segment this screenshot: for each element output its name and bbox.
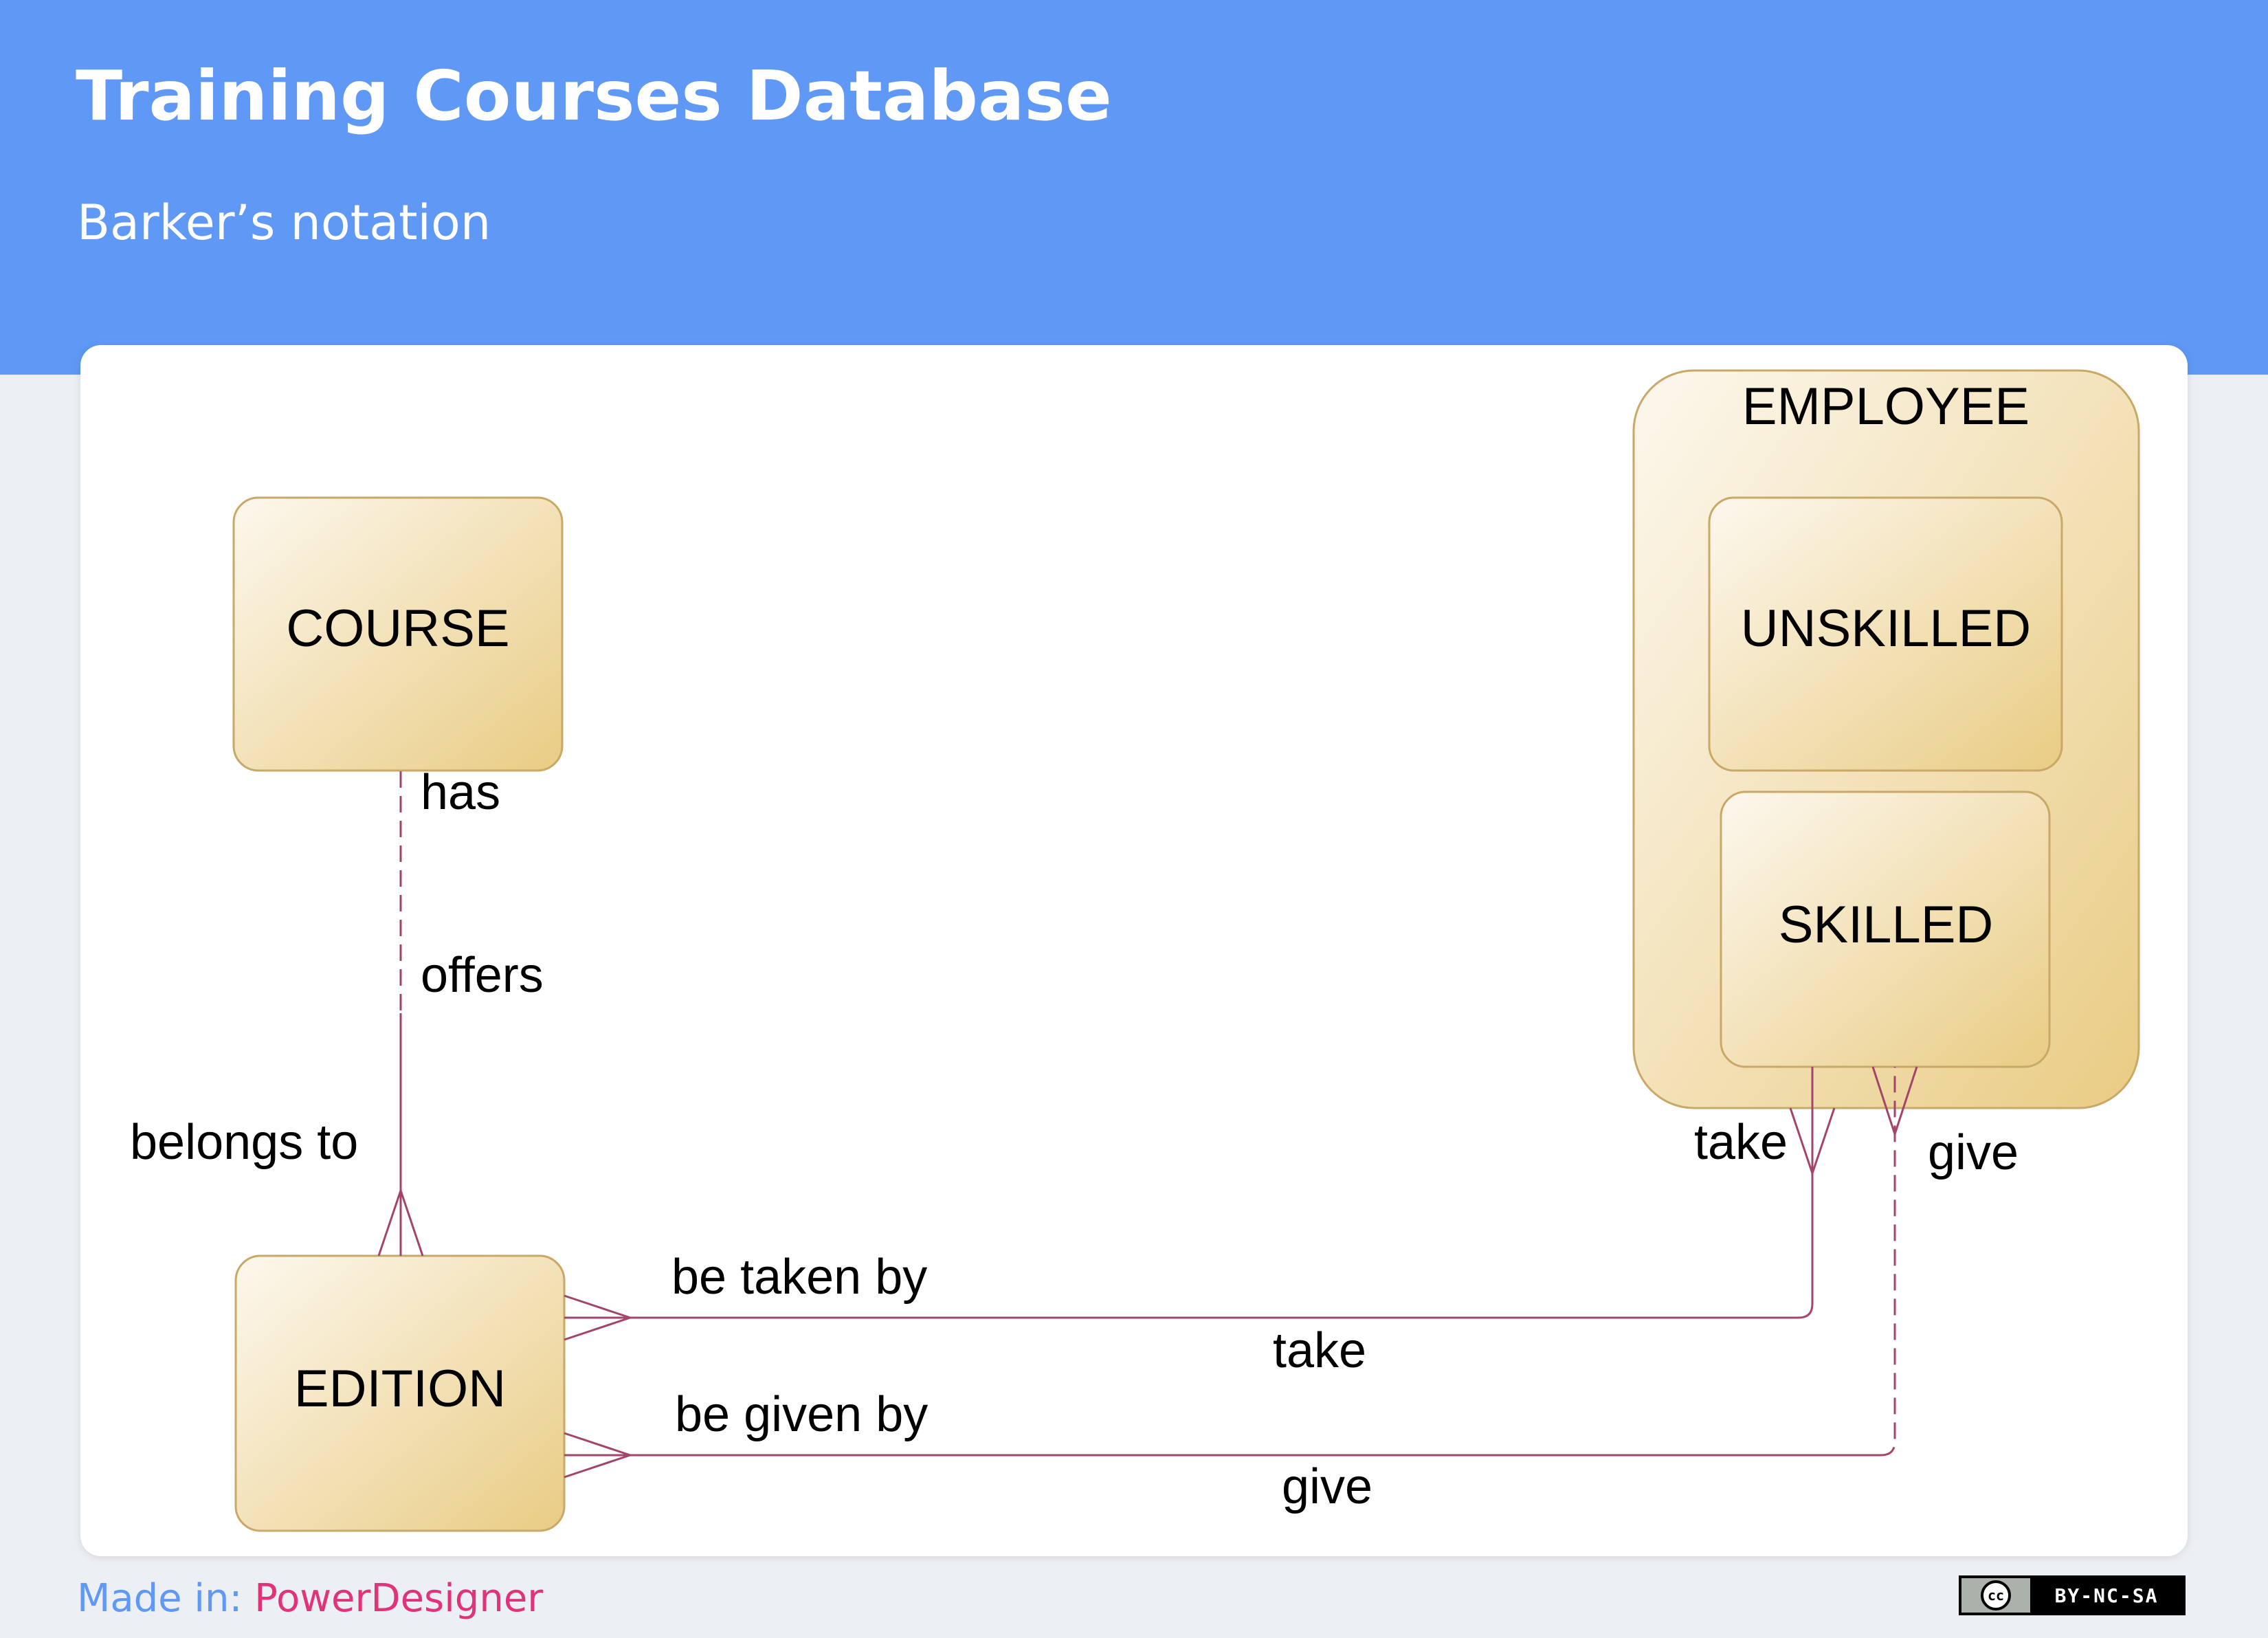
crowfoot-give-edition-top <box>564 1432 631 1457</box>
entity-employee-label: EMPLOYEE <box>1742 377 2030 436</box>
crowfoot-left <box>377 1190 402 1257</box>
rel-label-take-middle: take <box>1273 1323 1366 1378</box>
entity-edition-label: EDITION <box>294 1360 506 1418</box>
entity-course[interactable]: COURSE <box>232 496 564 772</box>
entity-course-label: COURSE <box>286 599 509 658</box>
crowfoot-take-edition-bottom <box>564 1316 631 1341</box>
header-banner: Training Courses Database Barker’s notat… <box>0 0 2268 375</box>
crowfoot-give-edition-bottom <box>564 1454 631 1479</box>
page-title: Training Courses Database <box>76 56 1112 136</box>
entity-skilled-label: SKILLED <box>1779 896 1994 954</box>
diagram-canvas: EMPLOYEE UNSKILLED SKILLED COURSE EDITIO… <box>80 345 2188 1556</box>
entity-unskilled[interactable]: UNSKILLED <box>1708 496 2063 772</box>
license-text: BY-NC-SA <box>2030 1578 2183 1613</box>
rel-line-give-optional <box>1880 1067 1896 1457</box>
rel-label-be-given-by: be given by <box>675 1387 928 1442</box>
footer-made-in: Made in: PowerDesigner <box>77 1575 543 1622</box>
rel-label-be-taken-by: be taken by <box>671 1250 927 1305</box>
rel-label-has: has <box>421 765 500 820</box>
license-badge[interactable]: cc BY-NC-SA <box>1959 1575 2186 1615</box>
rel-label-offers: offers <box>421 948 544 1003</box>
rel-line-take <box>564 1067 1814 1319</box>
er-diagram: EMPLOYEE UNSKILLED SKILLED COURSE EDITIO… <box>130 369 2140 1532</box>
cc-icon: cc <box>1981 1580 2011 1611</box>
page-subtitle: Barker’s notation <box>77 195 491 251</box>
entity-edition[interactable]: EDITION <box>234 1254 566 1532</box>
crowfoot-right <box>399 1190 424 1257</box>
crowfoot-take-edition-top <box>564 1294 631 1319</box>
rel-label-give-middle: give <box>1282 1459 1372 1514</box>
entity-unskilled-label: UNSKILLED <box>1741 599 2031 658</box>
crowfoot-give-employee-right <box>1893 1066 1918 1135</box>
rel-label-give-employee: give <box>1928 1125 2019 1180</box>
tool-name-link[interactable]: PowerDesigner <box>254 1576 544 1621</box>
crowfoot-take-employee-left <box>1789 1107 1814 1174</box>
entity-skilled[interactable]: SKILLED <box>1720 790 2051 1068</box>
made-in-label: Made in: <box>77 1576 243 1621</box>
relationship-edition-take[interactable] <box>564 1067 1836 1341</box>
crowfoot-take-employee-right <box>1811 1107 1836 1174</box>
relationship-edition-give[interactable] <box>564 1066 1918 1479</box>
crowfoot-give-employee-left <box>1871 1066 1896 1135</box>
rel-label-take-employee: take <box>1694 1115 1788 1170</box>
relationship-course-edition[interactable] <box>377 771 424 1257</box>
rel-label-belongs-to: belongs to <box>130 1115 358 1170</box>
cc-logo-area: cc <box>1961 1578 2030 1613</box>
